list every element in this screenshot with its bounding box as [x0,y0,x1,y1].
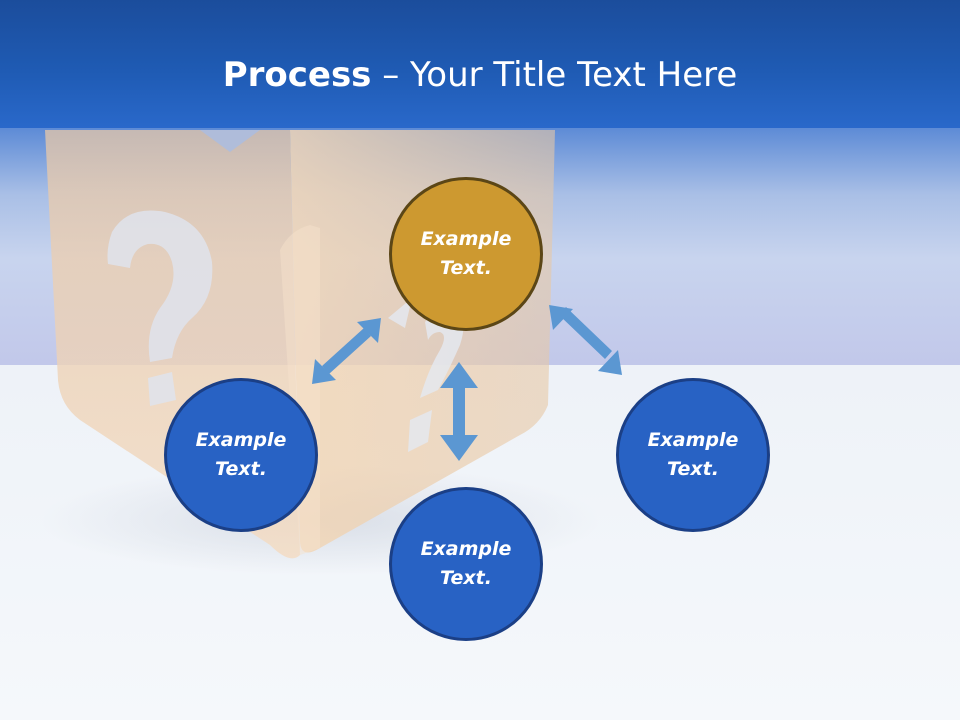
process-node-right: Example Text. [616,378,770,532]
node-label-right: Example Text. [647,429,739,480]
title-bar [0,0,960,130]
title-rest-part: – Your Title Text Here [371,55,738,95]
arrow-vertical [440,362,478,461]
title-bold-part: Process [222,55,372,95]
arrow-top-left [312,318,381,384]
process-node-bottom: Example Text. [389,487,543,641]
arrow-top-right [549,305,622,375]
page-title: Process – Your Title Text Here [0,52,960,98]
node-label-top: Example Text. [420,228,512,279]
node-label-bottom: Example Text. [420,538,512,589]
node-label-left: Example Text. [195,429,287,480]
process-node-left: Example Text. [164,378,318,532]
process-node-top: Example Text. [389,177,543,331]
